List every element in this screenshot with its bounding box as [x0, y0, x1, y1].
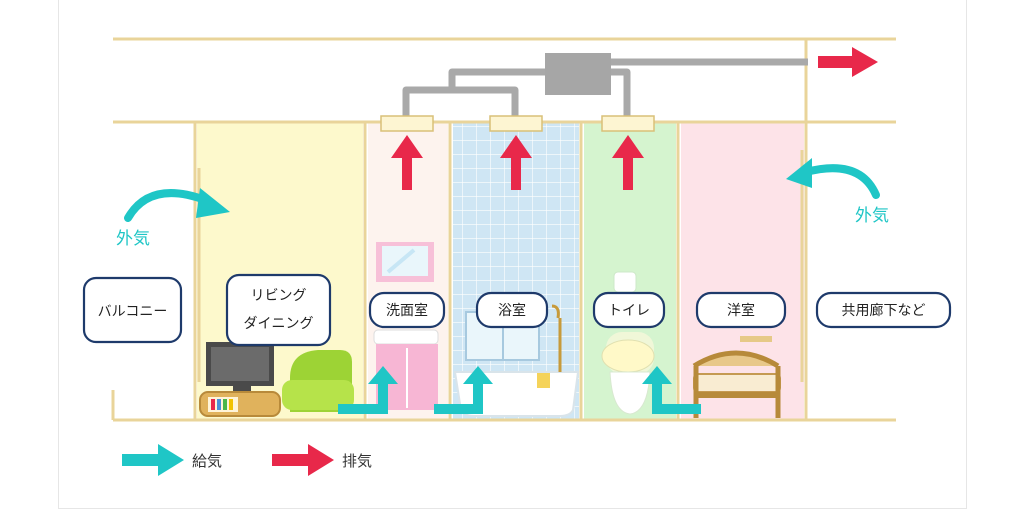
toilet-vent — [601, 115, 655, 132]
legend-supply-arrow — [122, 444, 184, 476]
room-label-corridor: 共用廊下など — [842, 302, 926, 319]
ventilation-fan-unit — [545, 53, 611, 95]
room-bubble-bedroom: 洋室 — [695, 291, 787, 329]
room-label-bathroom: 浴室 — [498, 302, 526, 319]
room-label-balcony: バルコニー — [98, 304, 168, 320]
room-bubble-bathroom: 浴室 — [475, 291, 549, 329]
room-label-living-line1: リビング — [251, 288, 307, 304]
exhaust-arrow-toilet — [612, 135, 644, 190]
room-label-bedroom: 洋室 — [727, 302, 755, 319]
legend: 給気 排気 — [122, 444, 372, 476]
walls — [111, 37, 896, 422]
exhaust-arrow-outside — [818, 47, 878, 77]
exhaust-duct — [402, 58, 808, 118]
supply-arrow-toilet — [642, 366, 701, 414]
outside-air-arrows — [124, 158, 880, 222]
outside-air-label-left: 外気 — [116, 229, 150, 249]
room-label-living-line2: ダイニング — [244, 316, 314, 332]
exhaust-arrow-bathroom — [500, 135, 532, 190]
outside-air-label-right: 外気 — [855, 206, 889, 226]
bedroom-area — [681, 122, 804, 420]
bedroom-shelf-icon — [740, 336, 772, 342]
exhaust-arrow-washroom — [391, 135, 423, 190]
bathroom-vent — [489, 115, 543, 132]
toilet-icon — [601, 271, 655, 415]
sink-icon — [373, 242, 439, 410]
room-label-toilet: トイレ — [608, 303, 650, 319]
legend-exhaust-label: 排気 — [342, 452, 372, 470]
legend-supply-label: 給気 — [192, 452, 222, 470]
room-bubble-corridor: 共用廊下など — [815, 291, 952, 329]
tv-icon — [206, 342, 274, 392]
legend-exhaust-arrow — [272, 444, 334, 476]
room-label-washroom: 洗面室 — [386, 302, 428, 319]
exhaust-arrows — [391, 47, 878, 190]
washroom-vent — [380, 115, 434, 132]
supply-arrow-washroom — [338, 366, 398, 414]
room-bubble-balcony: バルコニー — [82, 276, 183, 344]
room-bubble-toilet: トイレ — [592, 291, 666, 329]
supply-arrows — [338, 366, 701, 414]
room-bubble-living: リビング ダイニング — [225, 273, 332, 347]
supply-arrow-bathroom — [434, 366, 493, 414]
sofa-icon — [282, 350, 354, 412]
bed-icon — [692, 350, 781, 418]
tv-stand-icon — [199, 391, 281, 417]
room-bubble-washroom: 洗面室 — [368, 291, 446, 329]
